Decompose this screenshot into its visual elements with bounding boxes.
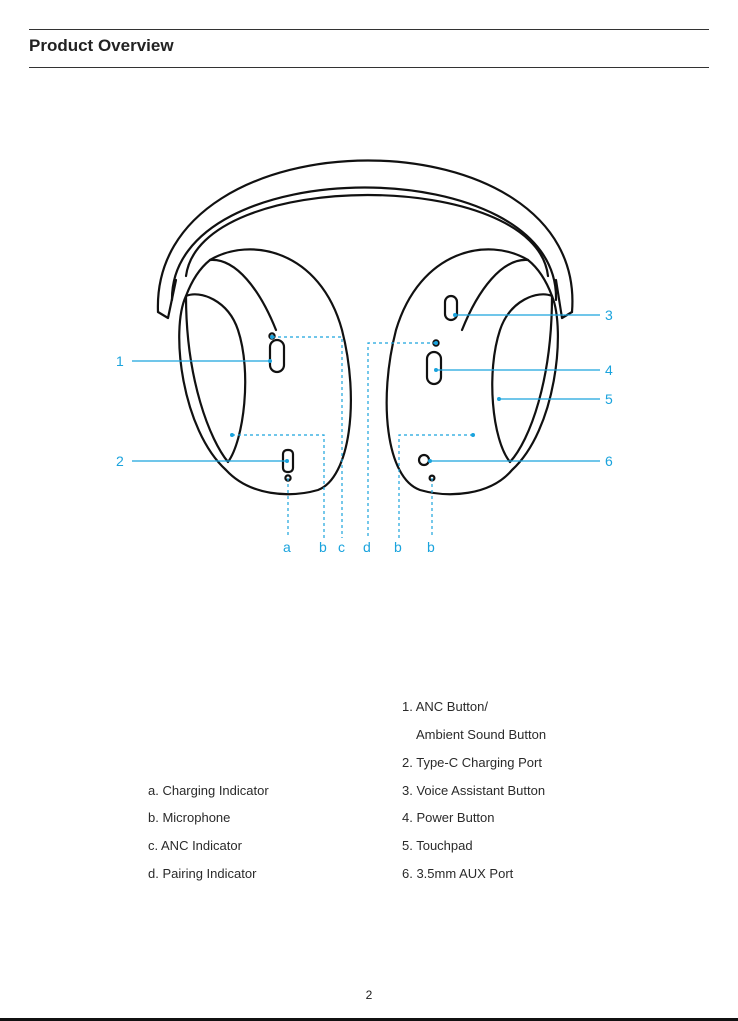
legend-number-1b: Ambient Sound Button xyxy=(416,727,546,742)
right-power-button xyxy=(427,352,441,384)
left-earcup-pad xyxy=(186,294,245,462)
legend-number-1a: 1. ANC Button/ xyxy=(402,699,488,714)
right-aux-port xyxy=(419,455,429,465)
legend-number-2: 2. Type-C Charging Port xyxy=(402,755,542,770)
callout-a: a xyxy=(283,539,291,555)
callout-3: 3 xyxy=(605,307,613,323)
headphones-diagram: 1 2 3 4 5 6 a b c d b b xyxy=(0,0,738,600)
headband-outer xyxy=(158,161,573,313)
callout-1: 1 xyxy=(116,353,124,369)
callout-b3: b xyxy=(427,539,435,555)
callout-5: 5 xyxy=(605,391,613,407)
headband-pad xyxy=(186,195,548,276)
legend-number-6: 6. 3.5mm AUX Port xyxy=(402,866,513,881)
legend-number-4: 4. Power Button xyxy=(402,810,495,825)
callout-d: d xyxy=(363,539,371,555)
callout-c: c xyxy=(338,539,345,555)
callout-2: 2 xyxy=(116,453,124,469)
callout-6: 6 xyxy=(605,453,613,469)
legend-letter-b: b. Microphone xyxy=(148,810,230,825)
callout-4: 4 xyxy=(605,362,613,378)
legend-number-3: 3. Voice Assistant Button xyxy=(402,783,545,798)
legend-letter-a: a. Charging Indicator xyxy=(148,783,269,798)
right-earcup-pad xyxy=(492,294,552,462)
page-number: 2 xyxy=(0,988,738,1002)
headband-inner xyxy=(172,188,556,301)
callout-b2: b xyxy=(394,539,402,555)
left-earcup xyxy=(179,249,351,494)
callout-b1: b xyxy=(319,539,327,555)
legend-number-5: 5. Touchpad xyxy=(402,838,473,853)
legend-letter-d: d. Pairing Indicator xyxy=(148,866,256,881)
legend-letter-c: c. ANC Indicator xyxy=(148,838,242,853)
left-anc-button xyxy=(270,340,284,372)
right-earcup xyxy=(387,249,558,494)
